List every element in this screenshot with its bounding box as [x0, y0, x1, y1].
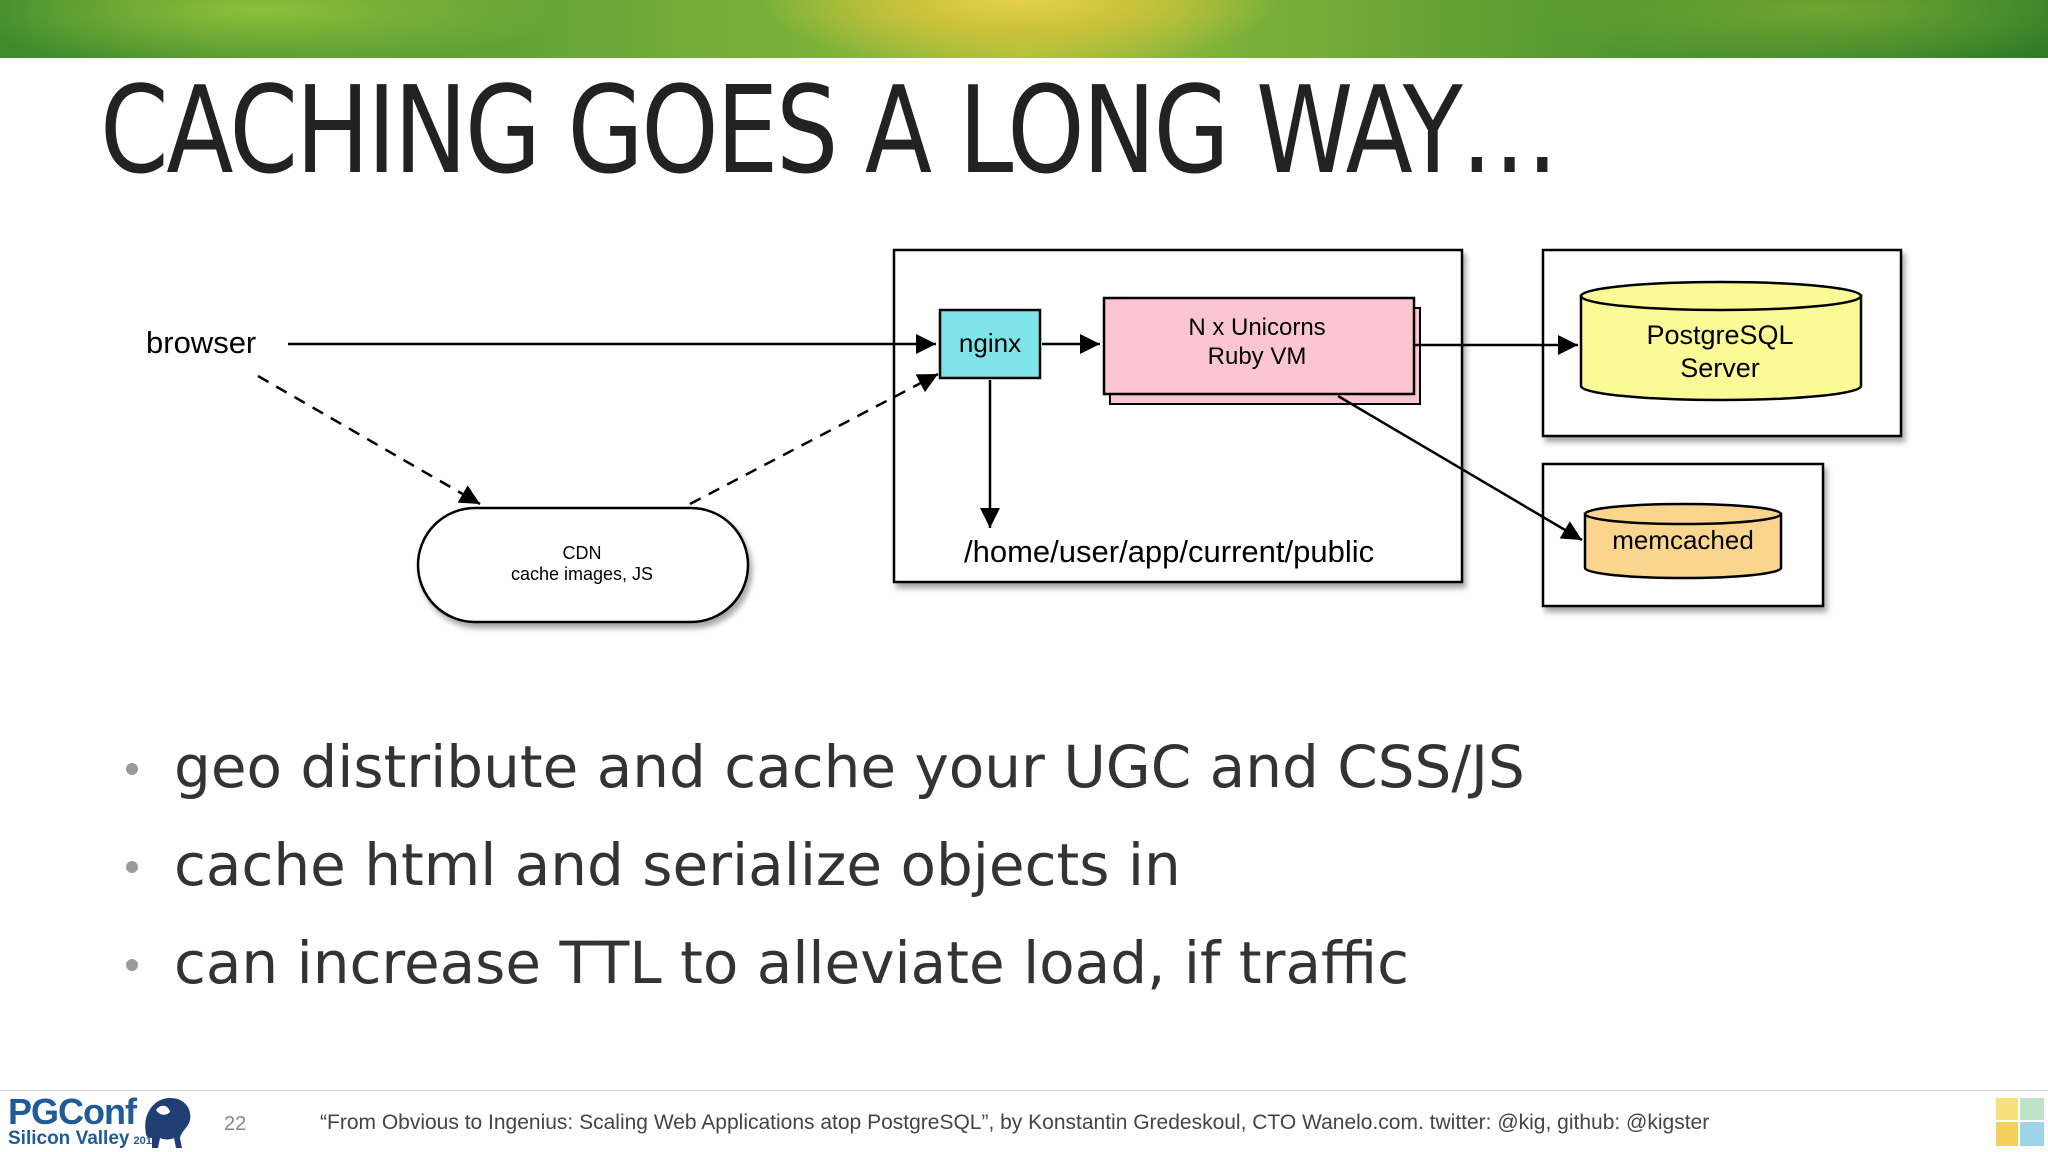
bullet-text: can increase TTL to alleviate load, if t…: [174, 929, 1409, 997]
bullet-item: can increase TTL to alleviate load, if t…: [120, 914, 1525, 1012]
corner-color-squares-icon: [1996, 1098, 2044, 1146]
postgres-sublabel: Server: [1680, 353, 1760, 383]
cdn-label: CDN: [563, 543, 602, 563]
cdn-to-nginx-arrow: [689, 372, 939, 506]
footer-divider: [0, 1090, 2048, 1091]
slide-number: 22: [224, 1113, 247, 1135]
bullet-dot-icon: [126, 959, 138, 971]
slide-caption: “From Obvious to Ingenius: Scaling Web A…: [320, 1111, 1710, 1134]
bullet-item: cache html and serialize objects in: [120, 816, 1525, 914]
nginx-node: [938, 308, 1042, 380]
nginx-label: nginx: [959, 328, 1021, 358]
cdn-node: [416, 506, 750, 624]
bullet-text: geo distribute and cache your UGC and CS…: [174, 733, 1525, 801]
bullet-item: geo distribute and cache your UGC and CS…: [120, 718, 1525, 816]
header-banner-image: [0, 0, 2048, 58]
memcached-label: memcached: [1612, 525, 1754, 555]
logo-year: 2015: [133, 1135, 158, 1147]
postgres-database-icon: [1579, 280, 1863, 402]
ruby-vm-label: Ruby VM: [1208, 343, 1307, 370]
public-path-label: /home/user/app/current/public: [964, 534, 1374, 569]
elephant-icon: [145, 1098, 191, 1148]
postgres-label: PostgreSQL: [1646, 320, 1793, 350]
bullet-dot-icon: [126, 763, 138, 775]
logo-sub-text: Silicon Valley: [8, 1128, 130, 1149]
logo-main-text: PGConf: [8, 1091, 137, 1132]
browser-label: browser: [146, 325, 256, 360]
unicorns-label: N x Unicorns: [1188, 314, 1325, 341]
slide-title: CACHING GOES A LONG WAY…: [100, 62, 1559, 201]
unicorns-to-memcached-arrow: [1337, 394, 1583, 542]
cdn-sublabel: cache images, JS: [511, 564, 653, 584]
bullet-text: cache html and serialize objects in: [174, 831, 1181, 899]
unicorns-node: [1102, 296, 1416, 396]
bullet-list: geo distribute and cache your UGC and CS…: [120, 718, 1525, 1012]
bullet-dot-icon: [126, 861, 138, 873]
memcached-database-icon: [1583, 502, 1783, 580]
browser-to-cdn-arrow: [257, 374, 481, 506]
